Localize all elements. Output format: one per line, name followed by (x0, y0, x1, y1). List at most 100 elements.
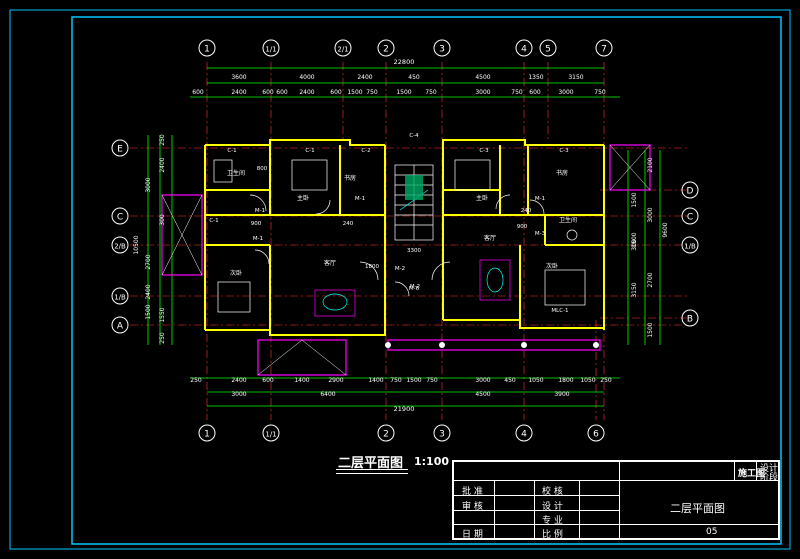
svg-text:2/1: 2/1 (337, 46, 348, 54)
drawing-tag: 900 (251, 221, 262, 227)
dim-text: 3000 (647, 207, 654, 222)
doors (249, 194, 545, 297)
dim-text: 600 (330, 89, 342, 96)
tb-line (756, 462, 757, 480)
axis-bubble: 1 (198, 39, 216, 57)
axis-bubble: 3 (433, 39, 451, 57)
tb-line (454, 510, 619, 511)
axis-bubble: 2/B (111, 236, 129, 254)
svg-text:6: 6 (593, 430, 599, 440)
svg-text:3: 3 (439, 45, 445, 55)
dim-text: 1500 (406, 377, 421, 384)
dim-text: 1350 (528, 74, 543, 81)
axis-bubble: 6 (587, 424, 605, 442)
dim-text: 2100 (647, 157, 654, 172)
tb-line (454, 524, 619, 525)
dim-text: 10500 (133, 235, 140, 254)
drawing-tag: M-2 (410, 284, 420, 290)
dim-text: 2900 (328, 377, 343, 384)
svg-text:2: 2 (383, 45, 389, 55)
svg-text:2: 2 (383, 430, 389, 440)
dim-text: 1050 (580, 377, 595, 384)
room-label: 次卧 (546, 262, 558, 270)
room-label: 卫生间 (559, 216, 577, 224)
svg-text:3: 3 (439, 430, 445, 440)
balcony-hatch (161, 144, 651, 376)
inner-frame (71, 16, 782, 545)
drawing-tag: M-6 (409, 286, 420, 292)
axis-bubble: B (681, 309, 699, 327)
stair-arrow (405, 175, 423, 200)
tb-line (454, 495, 619, 496)
dim-text: 450 (504, 377, 516, 384)
tb-line (494, 480, 495, 540)
svg-text:1/B: 1/B (684, 243, 696, 251)
svg-text:B: B (687, 315, 693, 325)
dim-text: 3150 (568, 74, 583, 81)
balcony-posts (385, 342, 599, 348)
dim-text: 6400 (320, 391, 335, 398)
furniture (213, 159, 586, 317)
tb-sheet-name: 二层平面图 (670, 502, 725, 515)
dim-text: 2400 (299, 89, 314, 96)
tb-sheet-no: 05 (706, 527, 718, 537)
dim-text: 600 (276, 89, 288, 96)
room-label: 主卧 (297, 194, 309, 202)
dimension-lines (147, 67, 661, 407)
phase-label: 施工图 (738, 469, 766, 479)
dim-text: 2700 (647, 272, 654, 287)
dim-text: 3000 (231, 391, 246, 398)
svg-text:1: 1 (204, 430, 210, 440)
dim-text: 750 (425, 89, 437, 96)
svg-text:E: E (117, 145, 123, 155)
tb-line (454, 480, 780, 481)
phase-right-2: 阶段 (760, 473, 779, 483)
svg-text:C: C (687, 213, 693, 223)
dim-text: 3000 (558, 89, 573, 96)
drawing-tag: C-1 (305, 148, 314, 154)
dim-text: 2400 (145, 284, 152, 299)
drawing-tag: M-1 (355, 196, 365, 202)
dim-text: 3150 (631, 282, 638, 297)
svg-text:2/B: 2/B (114, 243, 126, 251)
drawing-tag: 240 (521, 208, 532, 214)
tb-line (534, 480, 535, 540)
drawing-tag: 240 (343, 221, 354, 227)
drawing-tag: M-1 (535, 196, 545, 202)
svg-text:4: 4 (521, 45, 527, 55)
dim-text: 1500 (631, 232, 638, 247)
tb-row-review: 审 核 (462, 502, 483, 512)
dim-text: 300 (631, 239, 638, 251)
svg-text:1/1: 1/1 (265, 431, 276, 439)
axis-bubble: 1/B (111, 287, 129, 305)
room-label: 主卧 (476, 194, 488, 202)
dim-text: 9600 (662, 222, 669, 237)
axis-bubble: 1 (198, 424, 216, 442)
dim-text: 2400 (357, 74, 372, 81)
dim-text: 2700 (145, 254, 152, 269)
tb-row-date: 日 期 (462, 530, 483, 540)
drawing-tag: 3300 (407, 248, 421, 254)
tb-row-design: 设 计 (542, 502, 563, 512)
drawing-tag: C-4 (409, 133, 419, 139)
svg-text:1/B: 1/B (114, 294, 126, 302)
room-label: 次卧 (230, 269, 242, 277)
dim-text: 600 (192, 89, 204, 96)
room-label: 客厅 (484, 234, 496, 242)
axis-bubble: 2 (377, 424, 395, 442)
drawing-tag: 1800 (365, 264, 379, 270)
dim-text: 750 (594, 89, 606, 96)
dim-text: 4500 (475, 74, 490, 81)
tb-line (579, 480, 580, 540)
drawing-tag: C-3 (559, 148, 569, 154)
svg-text:C: C (117, 213, 123, 223)
dim-text: 3000 (475, 89, 490, 96)
title-underline (336, 469, 408, 474)
axis-bubble: D (681, 181, 699, 199)
dim-total-bottom: 21900 (394, 405, 415, 413)
tb-line (619, 462, 620, 540)
dim-text: 250 (600, 377, 612, 384)
